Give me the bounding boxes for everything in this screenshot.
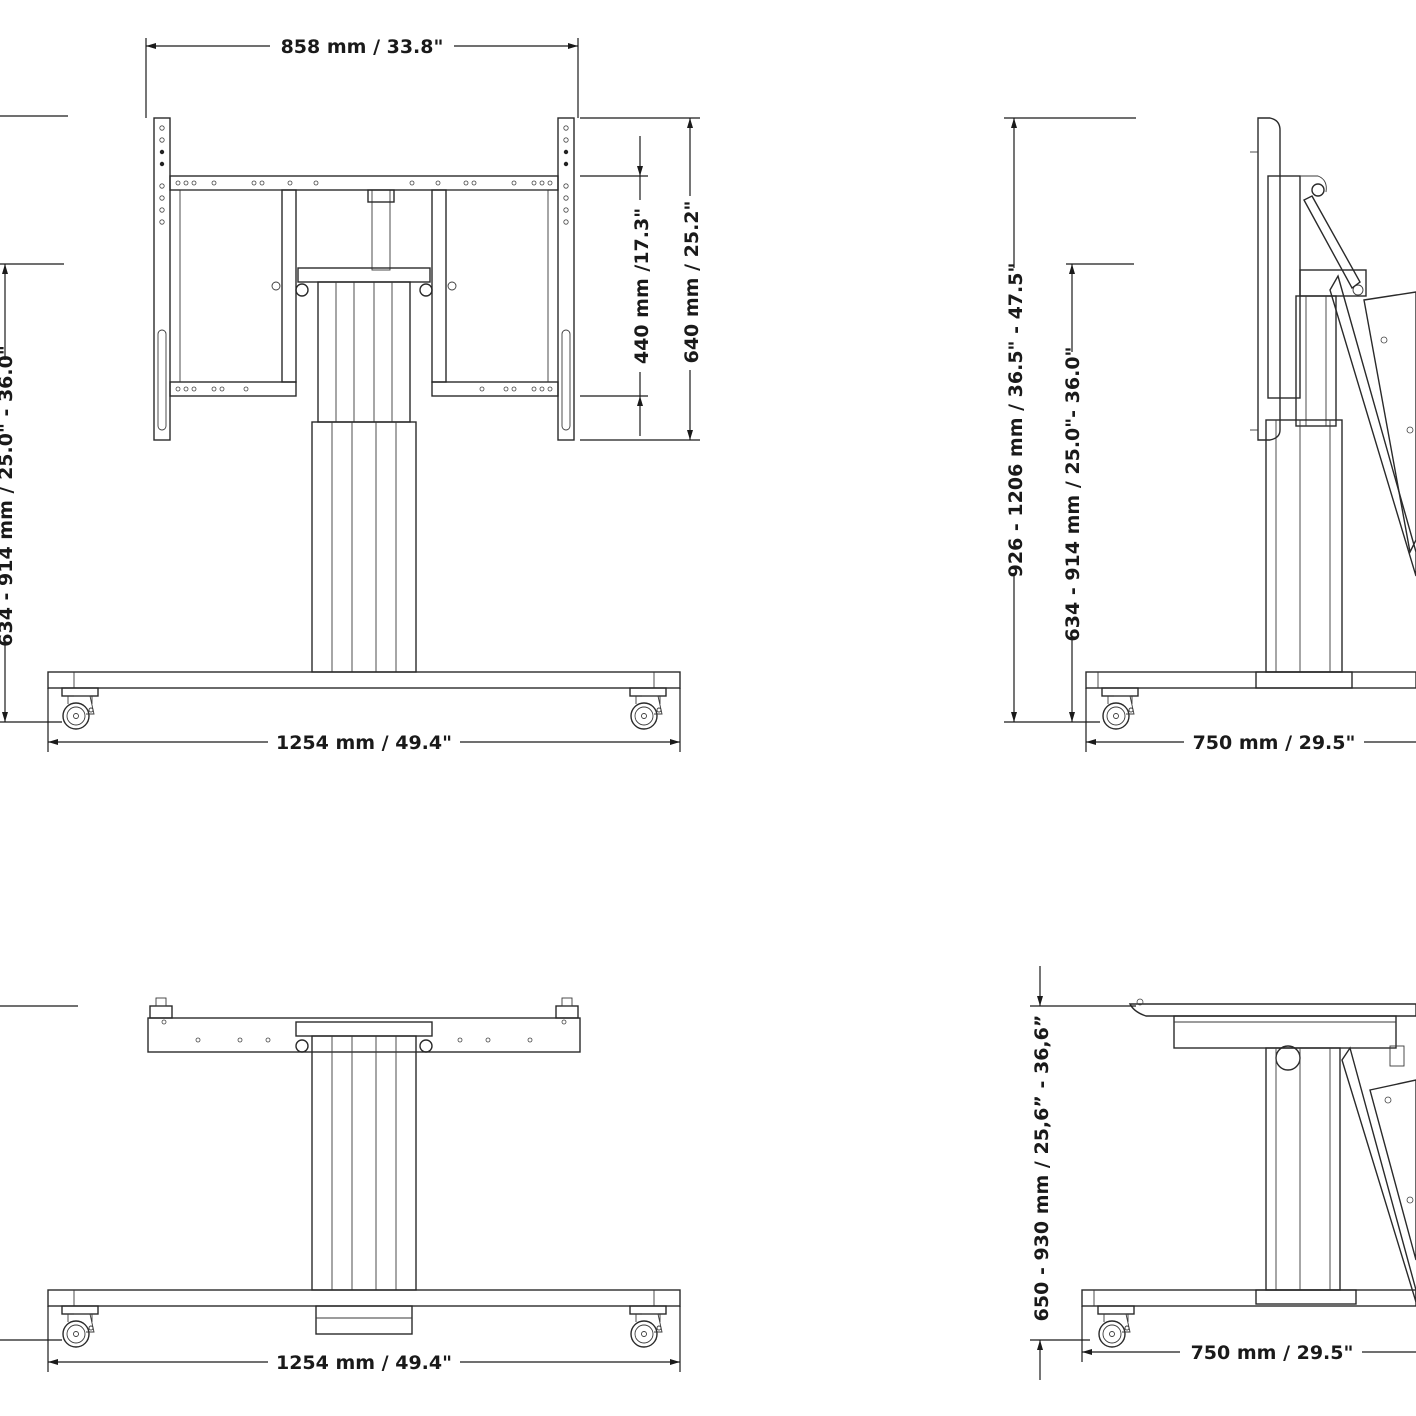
right-rail bbox=[557, 117, 575, 441]
front-view-tv-mount bbox=[47, 117, 681, 730]
side-view-table bbox=[1081, 998, 1416, 1348]
side-view-dimensions: 926 - 1206 mm / 36.5" - 47.5" 634 - 914 … bbox=[1004, 117, 1416, 754]
side-table-dimensions: 650 - 930 mm / 25,6” - 36,6” 750 mm / 29… bbox=[1030, 966, 1416, 1380]
vesa-440-label: 440 mm /17.3" bbox=[631, 208, 653, 364]
height-range-label: 634 - 914 mm / 25.0" - 36.0" bbox=[0, 345, 17, 647]
vesa-640-label: 640 mm / 25.2" bbox=[681, 201, 703, 364]
rail-holes bbox=[157, 125, 571, 431]
table-base-depth-label: 750 mm / 29.5" bbox=[1191, 1342, 1354, 1364]
base-width-label: 1254 mm / 49.4" bbox=[276, 732, 452, 754]
table-top bbox=[1128, 1003, 1416, 1017]
screen-profile bbox=[1257, 117, 1281, 441]
side-view-tv-mount bbox=[1085, 117, 1416, 730]
side-base-depth-label: 750 mm / 29.5" bbox=[1193, 732, 1356, 754]
mount-width-label: 858 mm / 33.8" bbox=[281, 36, 444, 58]
base-plate bbox=[47, 671, 681, 689]
top-crossbar bbox=[169, 175, 559, 191]
table-height-range-label: 650 - 930 mm / 25,6” - 36,6” bbox=[1031, 1015, 1053, 1322]
front-view-table bbox=[47, 997, 681, 1348]
table-frame bbox=[147, 1017, 581, 1053]
side-height-range-label: 634 - 914 mm / 25.0"- 36.0" bbox=[1062, 347, 1084, 642]
inner-column bbox=[317, 281, 411, 423]
front-table-dimensions: 1254 mm / 49.4" bbox=[0, 1005, 681, 1374]
front-view-dimensions: 858 mm / 33.8" 440 mm /17.3" 640 mm / 25… bbox=[0, 36, 703, 754]
side-total-height-label: 926 - 1206 mm / 36.5" - 47.5" bbox=[1005, 263, 1027, 578]
table-base-width-label: 1254 mm / 49.4" bbox=[276, 1352, 452, 1374]
outer-column bbox=[311, 421, 417, 673]
left-rail bbox=[153, 117, 171, 441]
